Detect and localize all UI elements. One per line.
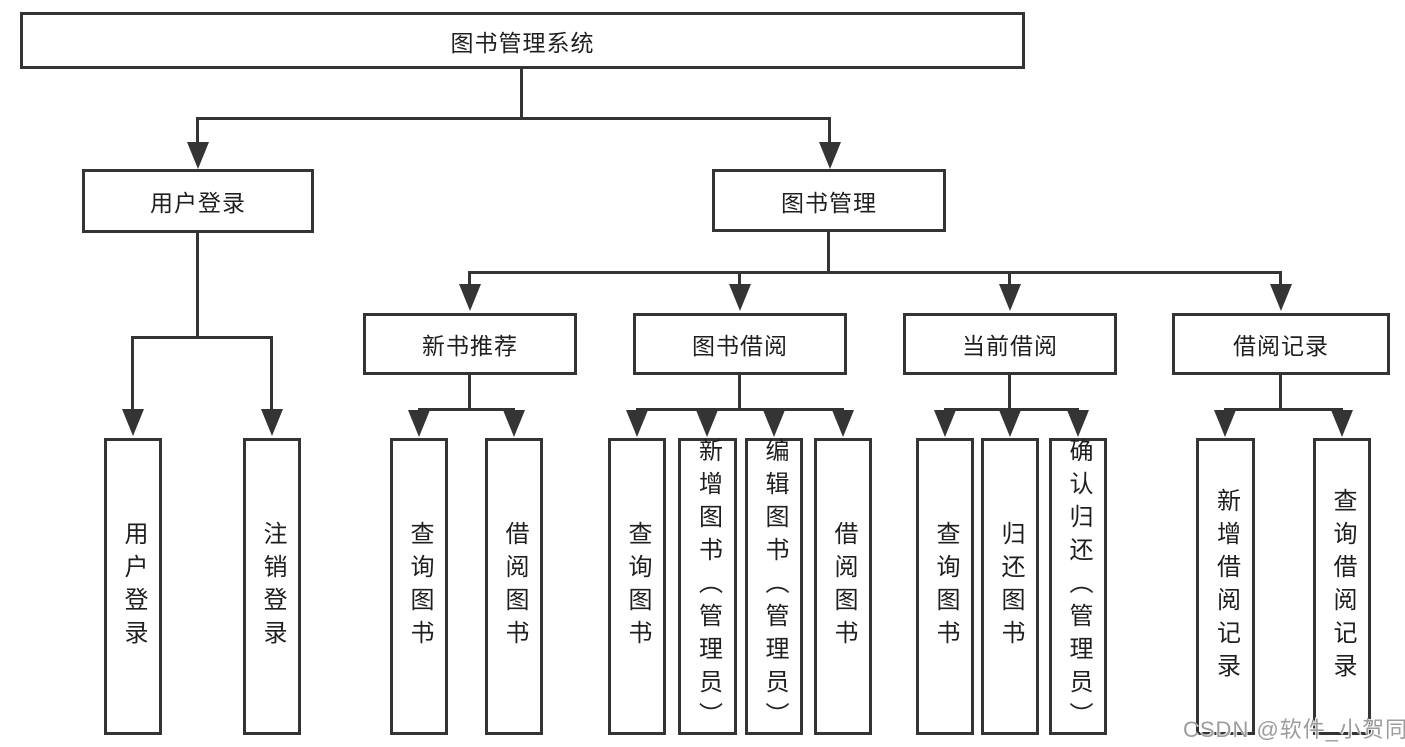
leaf-add-borrow-record: 新增借阅记录 [1196,438,1255,735]
csdn-watermark: CSDN @软件_小贺同学 [1183,717,1405,742]
node-user-login-label: 用户登录 [150,190,246,216]
leaf-confirm-return-admin-label: 确认归还（管理员） [1065,438,1092,735]
level1-split-line [197,117,831,120]
leaf-borrow-query-books-label: 查询图书 [624,520,651,653]
arrowhead-to-borrow-books [832,410,854,437]
leaf-borrow-query-books: 查询图书 [608,438,666,735]
book-management-drop-line [827,232,830,271]
leaf-add-borrow-record-label: 新增借阅记录 [1212,487,1240,686]
arrowhead-to-leaf-user-login [122,409,144,436]
user-login-drop-line [196,233,199,336]
node-current-borrow: 当前借阅 [903,313,1117,375]
leaf-recommend-query-books: 查询图书 [390,438,448,735]
leaf-user-login-label: 用户登录 [120,520,147,653]
borrow-records-drop-line [1279,375,1282,408]
node-root: 图书管理系统 [20,12,1025,69]
drop-to-current-borrow [1008,271,1011,285]
drop-to-leaf-user-login [131,336,134,410]
arrowhead-to-add-record [1214,410,1236,437]
arrowhead-to-leaf-logout [261,409,283,436]
current-borrow-drop-line [1008,375,1011,408]
leaf-user-login: 用户登录 [104,438,162,735]
book-borrow-split-line [636,408,844,411]
leaf-confirm-return-admin: 确认归还（管理员） [1049,438,1107,735]
arrowhead-to-user-login [187,142,209,169]
leaf-borrow-books: 借阅图书 [814,438,872,735]
drop-to-book-borrow [738,271,741,285]
leaf-logout-label: 注销登录 [259,520,286,653]
user-login-split-line [132,336,273,339]
drop-to-leaf-logout [270,336,273,410]
book-borrow-drop-line [738,375,741,408]
arrowhead-to-add-book [696,410,718,437]
current-borrow-split-line [944,408,1079,411]
leaf-edit-book-admin: 编辑图书（管理员） [745,438,803,735]
node-book-borrow-label: 图书借阅 [692,333,788,359]
arrowhead-to-book-borrow [729,284,751,311]
arrowhead-to-confirm-return [1067,410,1089,437]
leaf-recommend-query-books-label: 查询图书 [406,520,433,653]
node-user-login: 用户登录 [82,169,314,233]
node-root-label: 图书管理系统 [450,29,595,56]
node-current-borrow-label: 当前借阅 [962,333,1058,359]
leaf-query-borrow-record-label: 查询借阅记录 [1329,487,1356,686]
node-book-management: 图书管理 [712,169,946,232]
arrowhead-to-query-record [1331,410,1353,437]
new-book-recommend-drop-line [468,375,471,408]
arrowhead-to-current-borrow [999,284,1021,311]
leaf-logout: 注销登录 [243,438,301,735]
drop-to-borrow-records [1279,271,1282,285]
node-book-management-label: 图书管理 [781,189,877,216]
borrow-records-split-line [1224,408,1343,411]
arrowhead-to-return-books [999,410,1021,437]
leaf-current-query-books: 查询图书 [916,438,974,735]
arrowhead-to-borrow-query [626,410,648,437]
leaf-add-book-admin-label: 新增图书（管理员） [694,438,722,735]
arrowhead-to-recommend-query [408,410,430,437]
leaf-return-books-label: 归还图书 [997,520,1024,653]
arrowhead-to-edit-book [763,410,785,437]
root-drop-line [520,69,523,117]
node-borrow-records-label: 借阅记录 [1233,333,1329,359]
level3-split-line [470,271,1282,274]
leaf-recommend-borrow-books: 借阅图书 [485,438,543,735]
leaf-edit-book-admin-label: 编辑图书（管理员） [761,438,788,735]
leaf-current-query-books-label: 查询图书 [932,520,959,653]
arrowhead-to-book-management [819,142,841,169]
drop-to-book-management [828,117,831,144]
drop-to-new-book-recommend [468,271,471,285]
arrowhead-to-new-book-recommend [459,284,481,311]
leaf-return-books: 归还图书 [981,438,1039,735]
leaf-borrow-books-label: 借阅图书 [830,520,857,653]
arrowhead-to-recommend-borrow [503,410,525,437]
node-new-book-recommend: 新书推荐 [363,313,577,375]
leaf-add-book-admin: 新增图书（管理员） [678,438,737,735]
arrowhead-to-current-query [934,410,956,437]
leaf-query-borrow-record: 查询借阅记录 [1313,438,1371,735]
node-borrow-records: 借阅记录 [1172,313,1390,375]
node-new-book-recommend-label: 新书推荐 [422,333,518,359]
arrowhead-to-borrow-records [1270,284,1292,311]
drop-to-user-login [196,117,199,144]
node-book-borrow: 图书借阅 [633,313,847,375]
new-book-recommend-split-line [418,408,515,411]
leaf-recommend-borrow-books-label: 借阅图书 [501,520,528,653]
